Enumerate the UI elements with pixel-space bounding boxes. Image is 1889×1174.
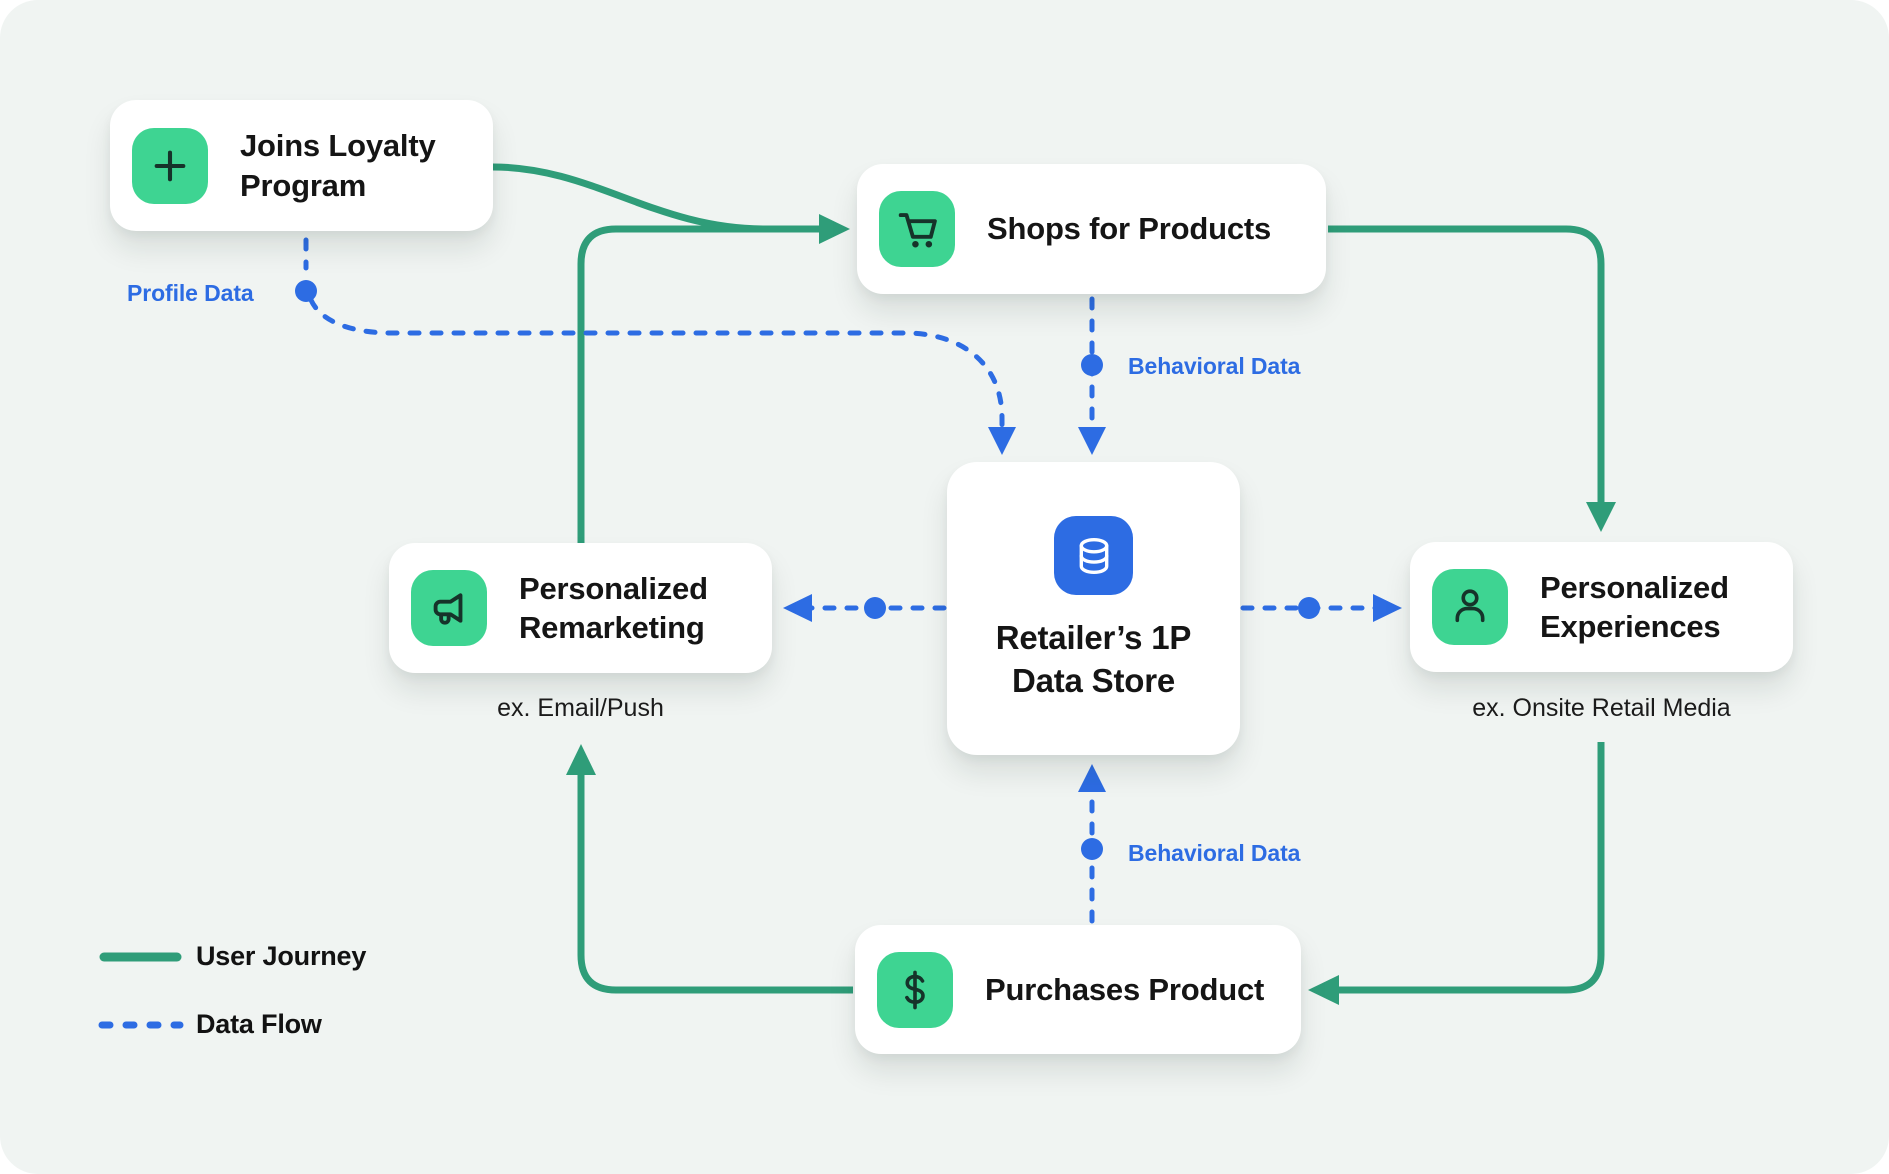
node-personalized-experiences: Personalized Experiences [1410, 542, 1793, 672]
flow-arrowhead-shops-into-datastore [1078, 427, 1106, 455]
behavioral-data-bottom-label: Behavioral Data [1128, 840, 1301, 866]
node-title: Personalized Remarketing [519, 570, 708, 645]
database-icon [1054, 516, 1133, 595]
node-retailers-1p-data-store: Retailer’s 1P Data Store [947, 462, 1240, 755]
node-title-line1: Retailer’s 1P [995, 619, 1192, 656]
node-title: Purchases Product [985, 971, 1265, 1007]
megaphone-icon [411, 570, 487, 646]
node-personalized-remarketing: Personalized Remarketing [389, 543, 772, 673]
flow-dot-profile-data [295, 280, 317, 302]
journey-shops-to-experiences-line [1328, 225, 1605, 503]
user-journey-edges [492, 163, 1616, 1005]
arrowhead-into-shops [819, 214, 850, 244]
journey-experiences-to-purchases-line [1336, 742, 1605, 994]
plus-icon [132, 127, 208, 204]
node-title: Shops for Products [987, 211, 1272, 247]
flow-profile-data-to-datastore-line [308, 297, 1005, 439]
flow-arrowhead-profile-into-datastore [988, 427, 1016, 455]
flow-dot-right [1298, 597, 1320, 619]
dollar-icon [877, 951, 953, 1028]
node-shops-for-products: Shops for Products [857, 164, 1326, 294]
legend-user-journey-label: User Journey [196, 941, 367, 971]
node-purchases-product: Purchases Product [855, 925, 1301, 1054]
arrowhead-into-remarketing [566, 744, 596, 775]
experiences-example-label: ex. Onsite Retail Media [1472, 694, 1731, 722]
flow-arrowhead-into-remarketing [783, 594, 812, 622]
flow-dot-behavioral-bottom [1081, 838, 1103, 860]
node-title: Personalized Experiences [1540, 569, 1729, 644]
arrowhead-into-experiences [1586, 502, 1616, 532]
behavioral-data-top-label: Behavioral Data [1128, 353, 1301, 379]
node-title: Joins Loyalty Program [240, 128, 436, 203]
arrowhead-into-purchases [1308, 975, 1339, 1005]
flow-arrowhead-purchases-into-datastore [1078, 764, 1106, 792]
node-title-line2: Data Store [1011, 661, 1176, 699]
journey-remarketing-to-shops-line [577, 225, 826, 545]
flow-dot-left [864, 597, 886, 619]
cart-icon [879, 191, 955, 267]
node-title: Retailer’s 1P Data Store [996, 617, 1192, 703]
remarketing-example-label: ex. Email/Push [497, 694, 664, 722]
data-flow-edges [295, 237, 1402, 924]
node-joins-loyalty-program: Joins Loyalty Program [110, 100, 493, 231]
journey-purchases-to-remarketing-line [577, 775, 853, 994]
person-icon [1432, 569, 1508, 645]
legend-data-flow-label: Data Flow [196, 1009, 322, 1039]
journey-loyalty-to-shops-line [492, 163, 826, 233]
flow-dot-behavioral-top [1081, 354, 1103, 376]
flow-arrowhead-into-experiences [1373, 594, 1402, 622]
profile-data-label: Profile Data [127, 280, 254, 306]
